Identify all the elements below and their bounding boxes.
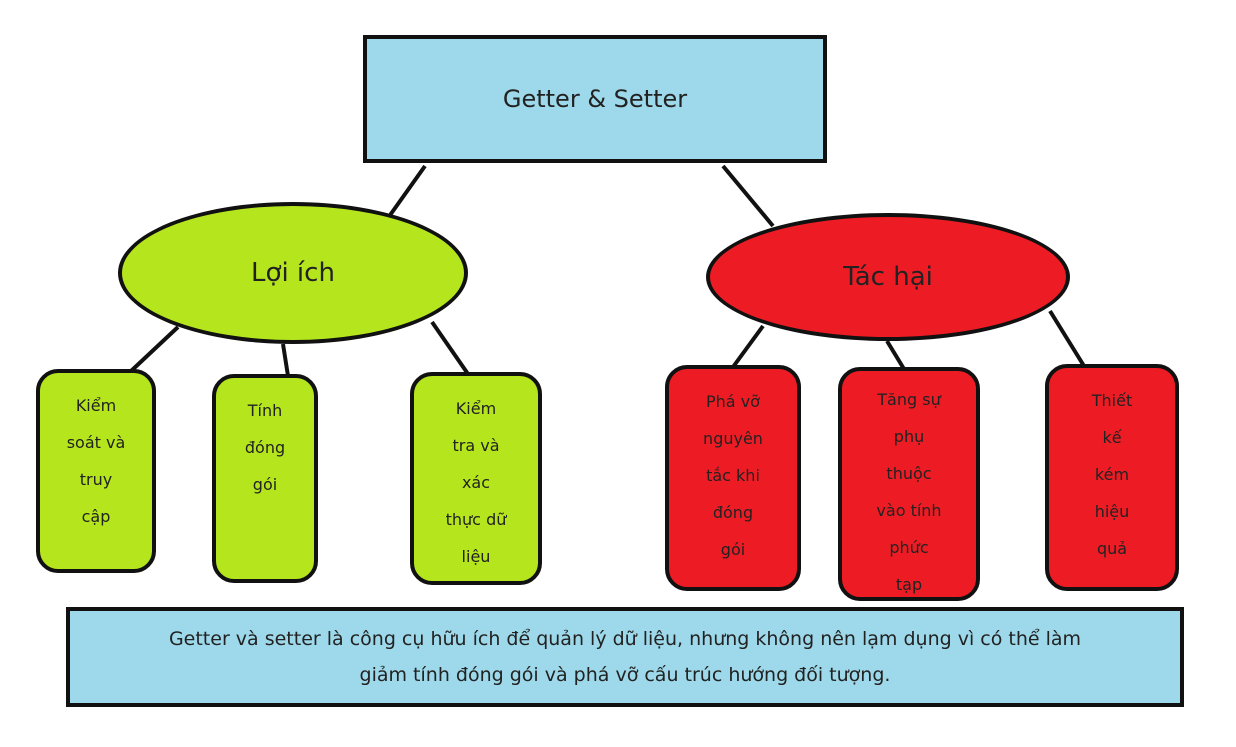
benefit-item-validation: Kiểm tra và xác thực dữ liệu: [410, 372, 542, 585]
summary-box: Getter và setter là công cụ hữu ích để q…: [66, 607, 1184, 707]
drawback-item-poor-design: Thiết kế kém hiệu quả: [1045, 364, 1179, 591]
connector-benefits-item-2: [281, 343, 290, 377]
benefits-ellipse: Lợi ích: [118, 202, 468, 344]
drawback-item-label: Thiết kế kém hiệu quả: [1091, 391, 1133, 558]
title-box: Getter & Setter: [363, 35, 827, 163]
drawback-item-label: Phá vỡ nguyên tắc khi đóng gói: [703, 392, 763, 559]
drawback-item-label: Tăng sự phụ thuộc vào tính phức tạp: [876, 390, 942, 594]
benefit-item-control-access: Kiểm soát và truy cập: [36, 369, 156, 573]
connector-benefits-item-3: [430, 320, 470, 376]
connector-drawbacks-item-3: [1048, 309, 1086, 368]
drawbacks-label: Tác hại: [843, 262, 933, 292]
benefit-item-label: Tính đóng gói: [244, 401, 286, 494]
connector-benefits-item-1: [128, 325, 180, 374]
benefit-item-label: Kiểm tra và xác thực dữ liệu: [445, 399, 507, 566]
benefit-item-encapsulation: Tính đóng gói: [212, 374, 318, 583]
drawbacks-ellipse: Tác hại: [706, 213, 1070, 341]
connector-title-drawbacks: [721, 164, 775, 228]
drawback-item-break-encapsulation: Phá vỡ nguyên tắc khi đóng gói: [665, 365, 801, 591]
benefit-item-label: Kiểm soát và truy cập: [66, 396, 126, 526]
title-text: Getter & Setter: [502, 85, 688, 113]
benefits-label: Lợi ích: [251, 258, 335, 288]
connector-drawbacks-item-1: [731, 324, 765, 369]
connector-title-benefits: [386, 164, 427, 220]
summary-text: Getter và setter là công cụ hữu ích để q…: [168, 628, 1082, 686]
connector-drawbacks-item-2: [885, 339, 906, 371]
drawback-item-complexity: Tăng sự phụ thuộc vào tính phức tạp: [838, 367, 980, 601]
